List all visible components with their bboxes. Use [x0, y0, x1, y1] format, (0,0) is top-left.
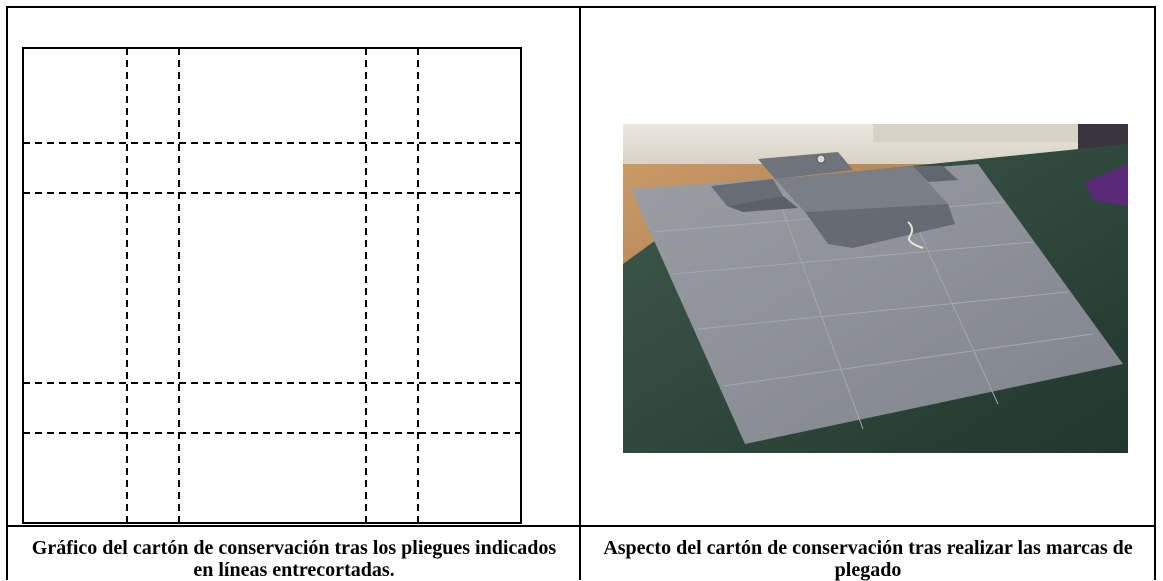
table-row-divider [6, 525, 1156, 527]
photo-box-left-flap [727, 196, 798, 212]
left-caption: Gráfico del cartón de conservación tras … [31, 537, 557, 581]
table-border-right [1154, 6, 1156, 580]
photo-fold-mark-4 [722, 333, 1094, 387]
table-column-divider [579, 6, 581, 580]
photo-grey-board [631, 164, 1123, 444]
board-outline [22, 47, 522, 524]
photo-fold-mark-5 [772, 183, 864, 430]
photo-box-right-flap [913, 166, 958, 182]
table-border-left [6, 6, 8, 580]
diagram-cell [8, 8, 579, 525]
photo-box-button [816, 154, 826, 164]
table-border-top [6, 6, 1156, 8]
fold-diagram [22, 47, 522, 525]
photo-box-top-flap [758, 152, 853, 179]
photo-box-string [907, 221, 924, 249]
photo-box-front-flap [805, 204, 955, 248]
folded-board-photo [623, 124, 1128, 453]
photo-fold-mark-2 [672, 241, 1034, 275]
photo-box-left-flap-top [711, 179, 783, 206]
photo-fold-mark-3 [697, 291, 1069, 330]
photo-box-body [775, 166, 948, 212]
photo-purple-object [1085, 164, 1128, 206]
right-caption: Aspecto del cartón de conservación tras … [603, 537, 1133, 581]
photo-shelf [873, 124, 1128, 142]
